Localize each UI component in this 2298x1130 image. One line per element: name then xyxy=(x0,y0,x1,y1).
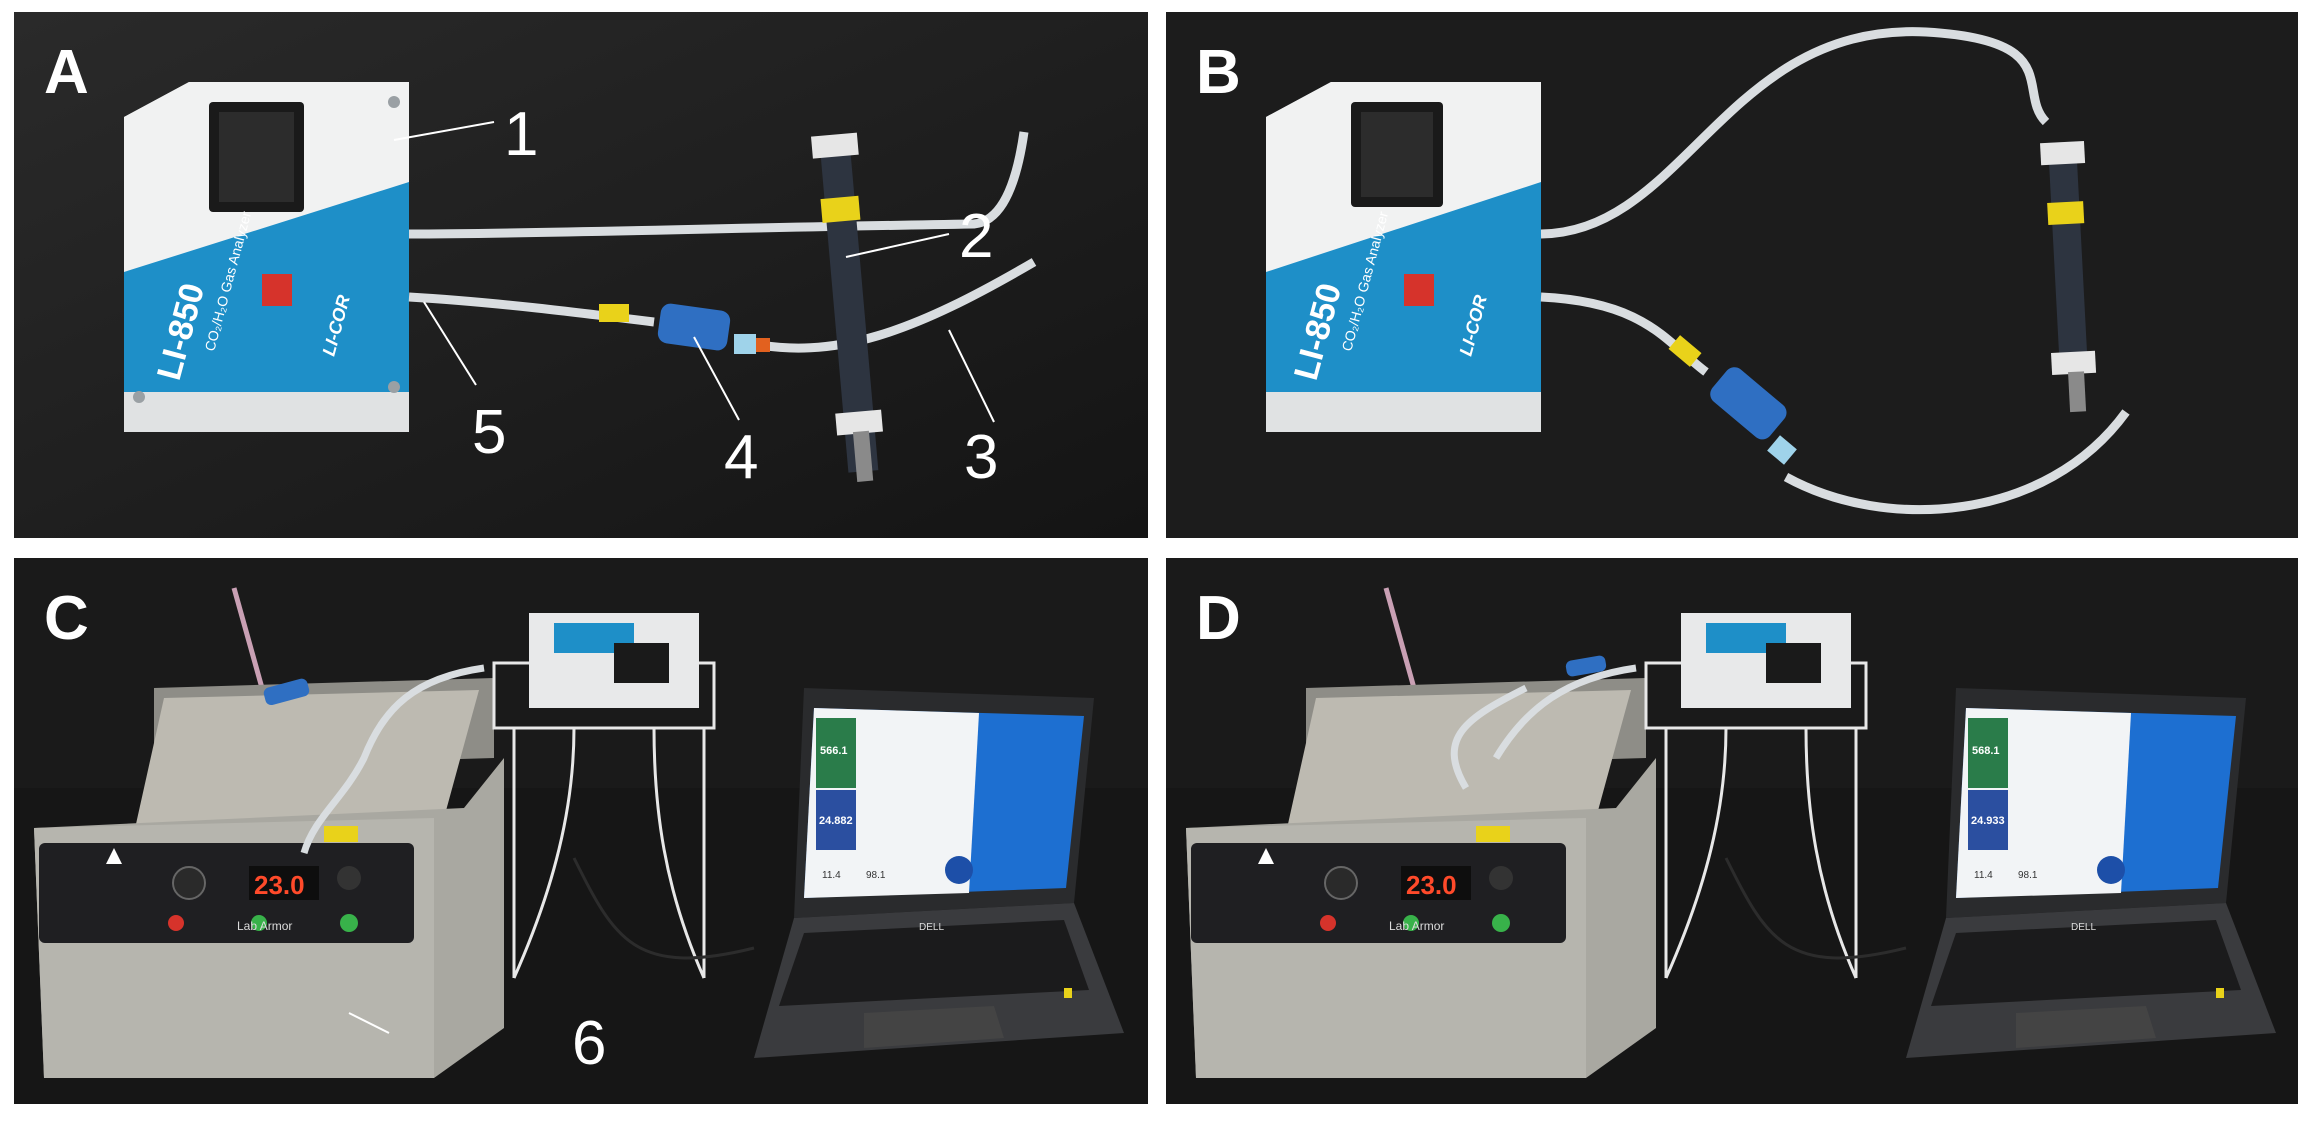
panel-c: 23.0 Lab Armor xyxy=(14,558,1148,1104)
callout-4: 4 xyxy=(724,423,759,492)
panel-label-d: D xyxy=(1196,584,1241,653)
laptop-co2-value: 566.1 xyxy=(820,745,848,757)
panel-a: LI-850 CO₂/H₂O Gas Analyzer LI-COR A 1 2… xyxy=(14,12,1148,538)
panel-c-photo: 23.0 Lab Armor xyxy=(14,558,1148,1104)
desiccant-column-b xyxy=(2040,141,2097,413)
laptop-d: 568.1 24.933 11.4 98.1 DELL xyxy=(1906,688,2276,1058)
laptop: 566.1 24.882 11.4 98.1 DELL xyxy=(754,688,1124,1058)
panel-label-c: C xyxy=(44,584,89,653)
panel-label-b: B xyxy=(1196,38,1241,107)
callout-1: 1 xyxy=(504,100,539,169)
callout-3: 3 xyxy=(964,423,999,492)
callout-5: 5 xyxy=(472,398,507,467)
panel-d-photo: 23.0 Lab Armor 568. xyxy=(1166,558,2298,1104)
bath-temperature-display: 23.0 xyxy=(254,870,305,900)
laptop-h2o-value: 24.882 xyxy=(819,815,853,827)
laptop-co2-value-d: 568.1 xyxy=(1972,745,2000,757)
laptop-brand-d: DELL xyxy=(2071,922,2096,933)
panel-label-a: A xyxy=(44,38,89,107)
bead-bath-d: 23.0 Lab Armor xyxy=(1186,678,1656,1078)
laptop-h2o-value-d: 24.933 xyxy=(1971,815,2005,827)
wire-rack-d xyxy=(1644,661,1868,979)
bath-temperature-display-d: 23.0 xyxy=(1406,870,1457,900)
panel-b-photo: LI-850 CO₂/H₂O Gas Analyzer LI-COR xyxy=(1166,12,2298,538)
bath-brand: Lab Armor xyxy=(237,919,292,933)
desiccant-column xyxy=(811,132,883,482)
laptop-small-1-d: 11.4 xyxy=(1974,870,1993,881)
bead-bath: 23.0 Lab Armor xyxy=(34,678,504,1078)
panel-a-photo: LI-850 CO₂/H₂O Gas Analyzer LI-COR xyxy=(14,12,1148,538)
laptop-small-1: 11.4 xyxy=(822,870,841,881)
laptop-brand: DELL xyxy=(919,922,944,933)
bath-brand-d: Lab Armor xyxy=(1389,919,1444,933)
laptop-small-2-d: 98.1 xyxy=(2018,870,2038,881)
gas-analyzer: LI-850 CO₂/H₂O Gas Analyzer LI-COR xyxy=(124,82,409,432)
panel-d: 23.0 Lab Armor 568. xyxy=(1166,558,2298,1104)
callout-2: 2 xyxy=(959,202,994,271)
callout-6: 6 xyxy=(572,1009,607,1078)
panel-b: LI-850 CO₂/H₂O Gas Analyzer LI-COR B xyxy=(1166,12,2298,538)
gas-analyzer-b: LI-850 CO₂/H₂O Gas Analyzer LI-COR xyxy=(1266,82,1541,432)
laptop-small-2: 98.1 xyxy=(866,870,886,881)
